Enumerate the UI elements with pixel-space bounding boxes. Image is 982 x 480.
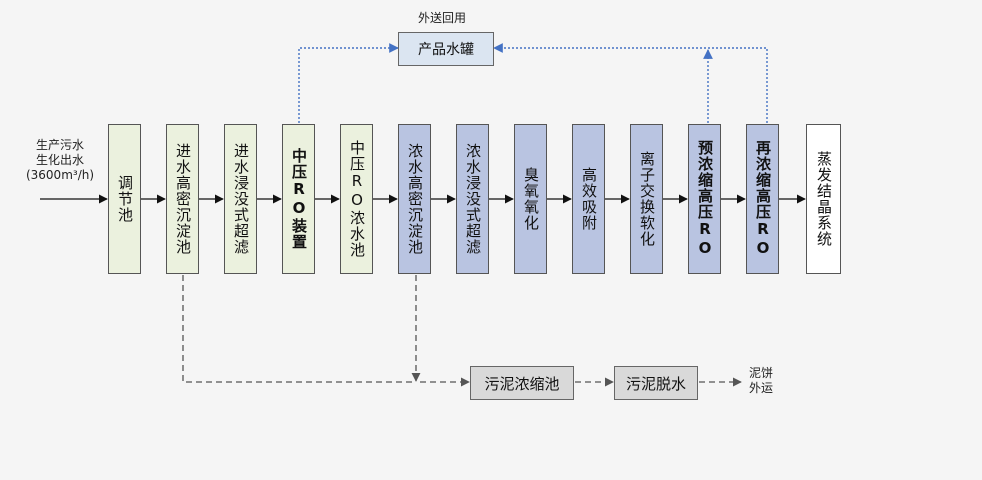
input-label-line-2: 生化出水 [35,153,84,167]
sludge-dewatering: 污泥脱水 [614,366,698,400]
process-step-1-label: 调节池 [116,175,134,223]
process-step-13: 蒸发结晶系统 [806,124,841,274]
process-step-11-label: 预浓缩高压RO [696,140,714,258]
process-step-10-label: 离子交换软化 [638,151,656,247]
process-step-8: 臭氧氧化 [514,124,547,274]
process-step-2: 进水高密沉淀池 [166,124,199,274]
input-label-line-1: 生产污水 [35,138,84,152]
process-step-3: 进水浸没式超滤 [224,124,257,274]
process-step-4: 中压RO装置 [282,124,315,274]
process-step-5-label: 中压RO浓水池 [348,140,366,258]
process-step-1: 调节池 [108,124,141,274]
output-label-line-1: 泥饼 [749,366,774,380]
recycle-line-reconcentrate-ro [493,43,768,123]
output-label-line-2: 外运 [749,381,774,395]
product-water-tank: 产品水罐 [398,32,494,66]
process-step-6: 浓水高密沉淀池 [398,124,431,274]
process-step-4-label: 中压RO装置 [290,148,308,250]
process-step-9: 高效吸附 [572,124,605,274]
recycle-label: 外送回用 [418,11,467,25]
process-step-11: 预浓缩高压RO [688,124,721,274]
input-label: 生产污水 生化出水 (3600m³/h) [22,138,98,183]
process-step-12-label: 再浓缩高压RO [754,140,772,258]
process-step-2-label: 进水高密沉淀池 [174,143,192,255]
process-step-10: 离子交换软化 [630,124,663,274]
process-step-12: 再浓缩高压RO [746,124,779,274]
process-step-5: 中压RO浓水池 [340,124,373,274]
process-step-3-label: 进水浸没式超滤 [232,143,250,255]
process-step-8-label: 臭氧氧化 [522,167,540,231]
process-step-9-label: 高效吸附 [580,167,598,231]
process-step-13-label: 蒸发结晶系统 [815,151,833,247]
sludge-thickener: 污泥浓缩池 [470,366,574,400]
input-label-line-3: (3600m³/h) [25,168,95,182]
recycle-line-medium-ro [298,43,399,123]
output-label: 泥饼 外运 [749,366,773,396]
sludge-line-inlet-clarifier [182,275,412,383]
process-step-7-label: 浓水浸没式超滤 [464,143,482,255]
process-step-6-label: 浓水高密沉淀池 [406,143,424,255]
process-step-7: 浓水浸没式超滤 [456,124,489,274]
